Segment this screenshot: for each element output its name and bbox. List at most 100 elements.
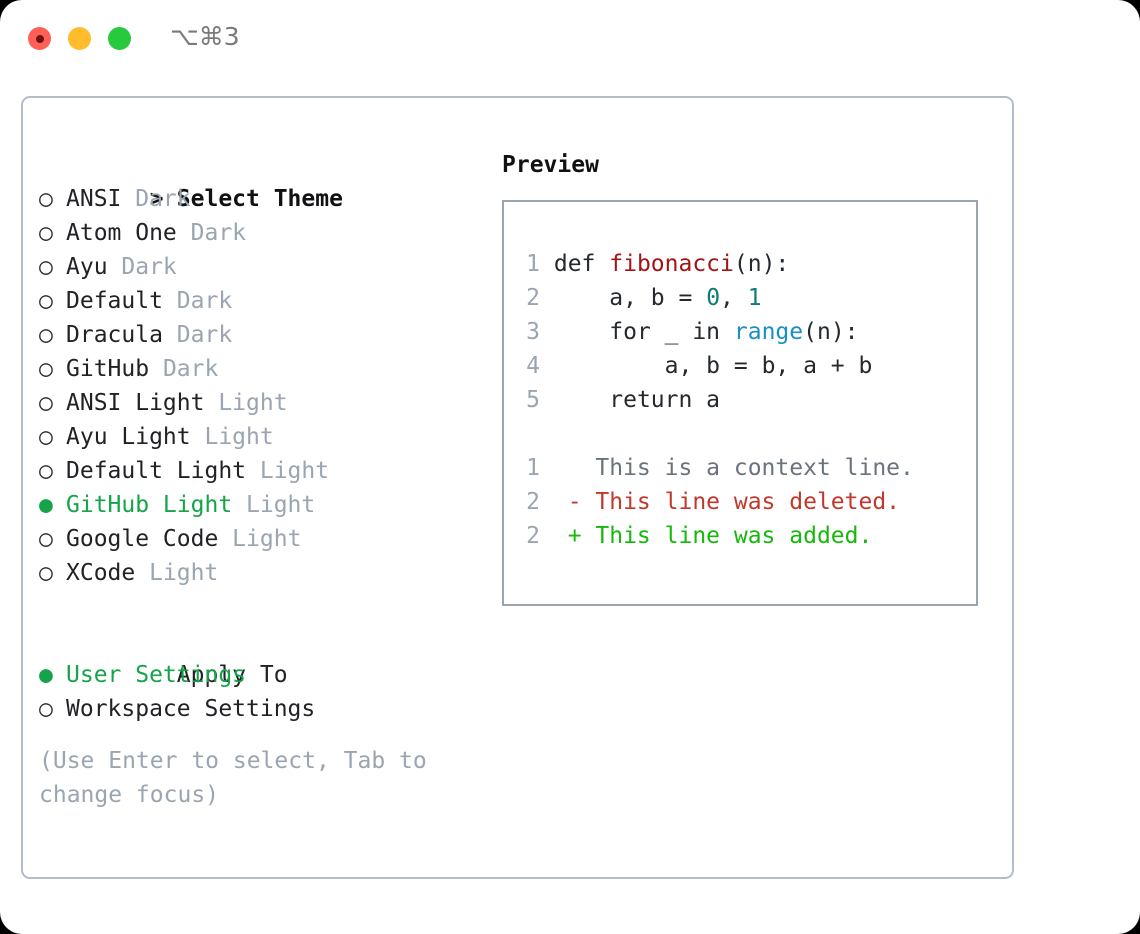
theme-list-item[interactable]: ○ Ayu Light Light [39,420,484,454]
keyboard-hint: (Use Enter to select, Tab to change focu… [39,748,427,808]
diff-line: 2 + This line was added. [504,519,976,553]
code-token: 0 [706,285,721,311]
line-number: 3 [526,319,540,345]
radio-unselected-icon[interactable]: ○ [39,356,53,382]
theme-list-item[interactable]: ○Dracula Dark [39,318,484,352]
diff-line: 1 This is a context line. [504,451,976,485]
code-token: for _ in [553,319,734,345]
keyboard-shortcut-label: ⌥⌘3 [170,22,240,51]
theme-name: Ayu Light [66,424,191,450]
theme-name: Default [66,288,163,314]
list-spacer [39,590,484,624]
theme-list-item[interactable]: ○ Atom One Dark [39,216,484,250]
radio-selected-icon[interactable]: ● [39,492,53,518]
theme-name: Dracula [66,322,163,348]
theme-name: ANSI Light [66,390,205,416]
code-diff-spacer [504,417,976,451]
radio-unselected-icon[interactable]: ○ [39,526,53,552]
theme-name: Ayu [66,254,108,280]
line-number: 1 [526,251,540,277]
apply-to-list: ● User Settings ○ Workspace Settings [39,658,484,726]
window-maximize-button[interactable] [108,27,131,50]
dialog-frame: > Select Theme ○ ANSI Dark ○ Atom One Dark ○ A… [21,96,1014,879]
apply-to-option-label: User Settings [66,662,247,688]
apply-to-item[interactable]: ○ Workspace Settings [39,692,484,726]
preview-title: Preview [502,152,599,178]
radio-unselected-icon[interactable]: ○ [39,254,53,280]
theme-name: ANSI [66,186,122,212]
caret-icon: > [149,186,164,212]
theme-list: ○ ANSI Dark ○ Atom One Dark ○ Ayu Dark ○ Defaul… [39,182,484,590]
theme-variant-tag: Dark [176,220,247,246]
theme-variant-tag: Dark [107,254,177,280]
theme-variant-tag: Dark [121,186,191,212]
theme-list-item[interactable]: ○ Ayu Dark [39,250,484,284]
code-token: , [720,285,748,311]
code-line: 4 a, b = b, a + b [504,349,976,383]
radio-unselected-icon[interactable]: ○ [39,696,53,722]
line-number: 2 [526,523,540,549]
gutter-gap [540,251,554,277]
radio-unselected-icon[interactable]: ○ [39,322,53,348]
code-line: 2 a, b = 0, 1 [504,281,976,315]
diff-sample: 1 This is a context line.2 - This line w… [504,451,976,553]
gutter-gap [540,387,554,413]
radio-unselected-icon[interactable]: ○ [39,390,53,416]
apply-to-option-label: Workspace Settings [66,696,316,722]
gutter-gap [540,285,554,311]
theme-list-item[interactable]: ○Default Dark [39,284,484,318]
code-line: 3 for _ in range(n): [504,315,976,349]
line-number: 5 [526,387,540,413]
radio-unselected-icon[interactable]: ○ [39,458,53,484]
apply-to-label: Apply To [176,662,288,688]
radio-unselected-icon[interactable]: ○ [39,424,53,450]
diff-line: 2 - This line was deleted. [504,485,976,519]
code-token: a, b = [553,285,707,311]
theme-picker-pane: > Select Theme ○ ANSI Dark ○ Atom One Dark ○ A… [39,148,484,812]
code-token: (n): [733,251,790,277]
page-title: Select Theme [176,186,343,212]
diff-text: - This line was deleted. [540,489,901,515]
theme-name: GitHub Light [66,492,233,518]
theme-variant-tag: Dark [149,356,219,382]
radio-unselected-icon[interactable]: ○ [39,560,53,586]
close-icon [35,34,44,43]
window-close-button[interactable] [28,27,51,50]
radio-unselected-icon[interactable]: ○ [39,288,53,314]
theme-name: Atom One [66,220,177,246]
line-number: 4 [526,353,540,379]
theme-list-item[interactable]: ○XCode Light [39,556,484,590]
gutter-gap [540,319,554,345]
code-token: (n): [803,319,859,345]
line-number: 2 [526,489,540,515]
window-minimize-button[interactable] [68,27,91,50]
code-token: 1 [747,285,762,311]
theme-list-item[interactable]: ○ ANSI Light Light [39,386,484,420]
theme-variant-tag: Light [190,424,274,450]
line-number: 1 [526,455,540,481]
theme-list-item[interactable]: ● GitHub Light Light [39,488,484,522]
theme-list-item[interactable]: ○ Google Code Light [39,522,484,556]
theme-name: Default Light [66,458,247,484]
code-line: 1 def fibonacci(n): [504,247,976,281]
radio-unselected-icon[interactable]: ○ [39,220,53,246]
theme-variant-tag: Light [232,492,316,518]
radio-unselected-icon[interactable]: ○ [39,186,53,212]
theme-variant-tag: Light [204,390,288,416]
theme-variant-tag: Light [218,526,302,552]
apply-to-item[interactable]: ● User Settings [39,658,484,692]
theme-variant-tag: Light [135,560,219,586]
diff-text: This is a context line. [540,455,914,481]
title-bar: ⌥⌘3 [0,0,1140,78]
radio-selected-icon[interactable]: ● [39,662,53,688]
code-line: 5 return a [504,383,976,417]
code-token: range [733,319,804,345]
theme-name: Google Code [66,526,219,552]
theme-list-item[interactable]: ○Default Light Light [39,454,484,488]
code-token: a, b = b, a + b [553,353,873,379]
theme-list-item[interactable]: ○ ANSI Dark [39,182,484,216]
theme-list-item[interactable]: ○GitHub Dark [39,352,484,386]
code-token: def [553,251,610,277]
